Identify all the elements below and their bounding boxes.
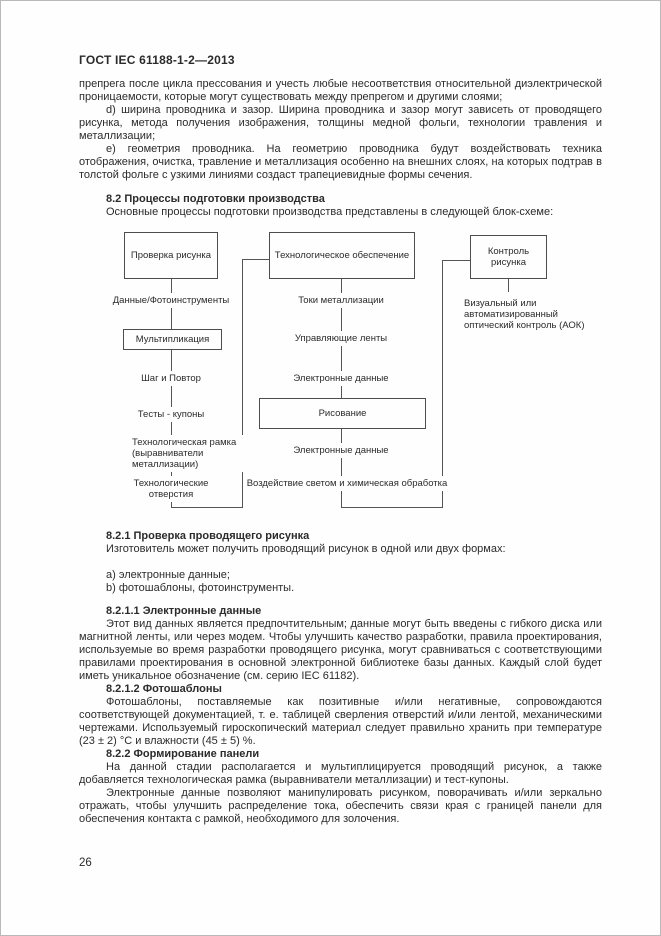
list-item-b: b) фотошаблоны, фотоинструменты. [106, 582, 295, 594]
flow-line-bottom-middle [341, 507, 443, 508]
section-8-2-lead: Основные процессы подготовки производств… [106, 206, 554, 218]
section-8-2-heading: 8.2 Процессы подготовки производства [106, 193, 325, 205]
section-8-2-1-1-heading: 8.2.1.1 Электронные данные [106, 605, 262, 617]
list-item-e: e) геометрия проводника. На геометрию пр… [79, 143, 602, 181]
flow-line-right-stub [508, 279, 509, 292]
section-8-2-2-body-1: На данной стадии располагается и мультип… [79, 761, 602, 786]
flowchart-box-multiplikacia: Мультипликация [123, 329, 222, 350]
flow-line-connector-right-up [442, 260, 443, 508]
flowchart-box-tech-obespechenie: Технологическое обеспечение [269, 232, 415, 279]
page-number: 26 [79, 857, 92, 869]
flowchart-label-vizualnyy-kontrol-aok: Визуальный или автоматизированный оптиче… [461, 296, 597, 333]
document-header: ГОСТ IEC 61188-1-2—2013 [79, 53, 235, 67]
intro-block: препрега после цикла прессования и учест… [79, 78, 602, 182]
section-8-2-2-heading: 8.2.2 Формирование панели [106, 748, 260, 760]
sections-block: 8.2.1 Проверка проводящего рисунка Изгот… [79, 530, 602, 826]
list-item-a: a) электронные данные; [106, 569, 230, 581]
section-8-2-1-lead: Изготовитель может получить проводящий р… [106, 543, 506, 555]
section-8-2-1-2-body: Фотошаблоны, поставляемые как позитивные… [79, 696, 602, 747]
flowchart-label-upravlyayushchie-lenty: Управляющие ленты [291, 331, 391, 346]
flowchart-label-tehnologicheskie-otverstiya: Технологические отверстия [126, 476, 216, 502]
flowchart-box-proverka-risunka: Проверка рисунка [124, 232, 218, 279]
section-8-2-1-2-heading: 8.2.1.2 Фотошаблоны [106, 683, 222, 695]
section-8-2-1-1-body: Этот вид данных является предпочтительны… [79, 618, 602, 682]
section-8-2-1-heading: 8.2.1 Проверка проводящего рисунка [106, 530, 310, 542]
flowchart-label-testy-kupony: Тесты - купоны [134, 407, 208, 422]
flowchart-label-tehnologicheskaya-ramka: Технологическая рамка (выравниватели мет… [129, 435, 247, 472]
flowchart-label-elektronnye-dannye-2: Электронные данные [290, 443, 392, 458]
flowchart-label-dannye-fotoinstrumenty: Данные/Фотоинструменты [109, 293, 233, 308]
flowchart-label-vozdeystvie-svetom: Воздействие светом и химическая обработк… [243, 476, 451, 491]
flow-line-into-kontrol-box [442, 260, 470, 261]
flowchart-label-elektronnye-dannye-1: Электронные данные [290, 371, 392, 386]
flowchart-box-kontrol-risunka: Контроль рисунка [470, 235, 547, 279]
paragraph-intro-continuation: препрега после цикла прессования и учест… [79, 78, 602, 103]
flow-line-into-tech-box [242, 259, 269, 260]
flowchart-label-shag-i-povtor: Шаг и Повтор [138, 371, 204, 386]
section-8-2-2-body-2: Электронные данные позволяют манипулиров… [79, 787, 602, 825]
list-item-d: d) ширина проводника и зазор. Ширина про… [79, 104, 602, 142]
flow-line-left-column [171, 279, 172, 507]
flow-line-middle-column [341, 278, 342, 507]
flowchart-box-risovanie: Рисование [259, 398, 426, 429]
flow-line-connector-left-up [242, 259, 243, 508]
section-8-2-block: 8.2 Процессы подготовки производства Осн… [79, 193, 602, 219]
flow-line-bottom-left [171, 507, 243, 508]
flowchart-label-toki-metallizacii: Токи металлизации [295, 293, 387, 308]
flowchart-block-scheme: Проверка рисунка Технологическое обеспеч… [1, 226, 660, 518]
